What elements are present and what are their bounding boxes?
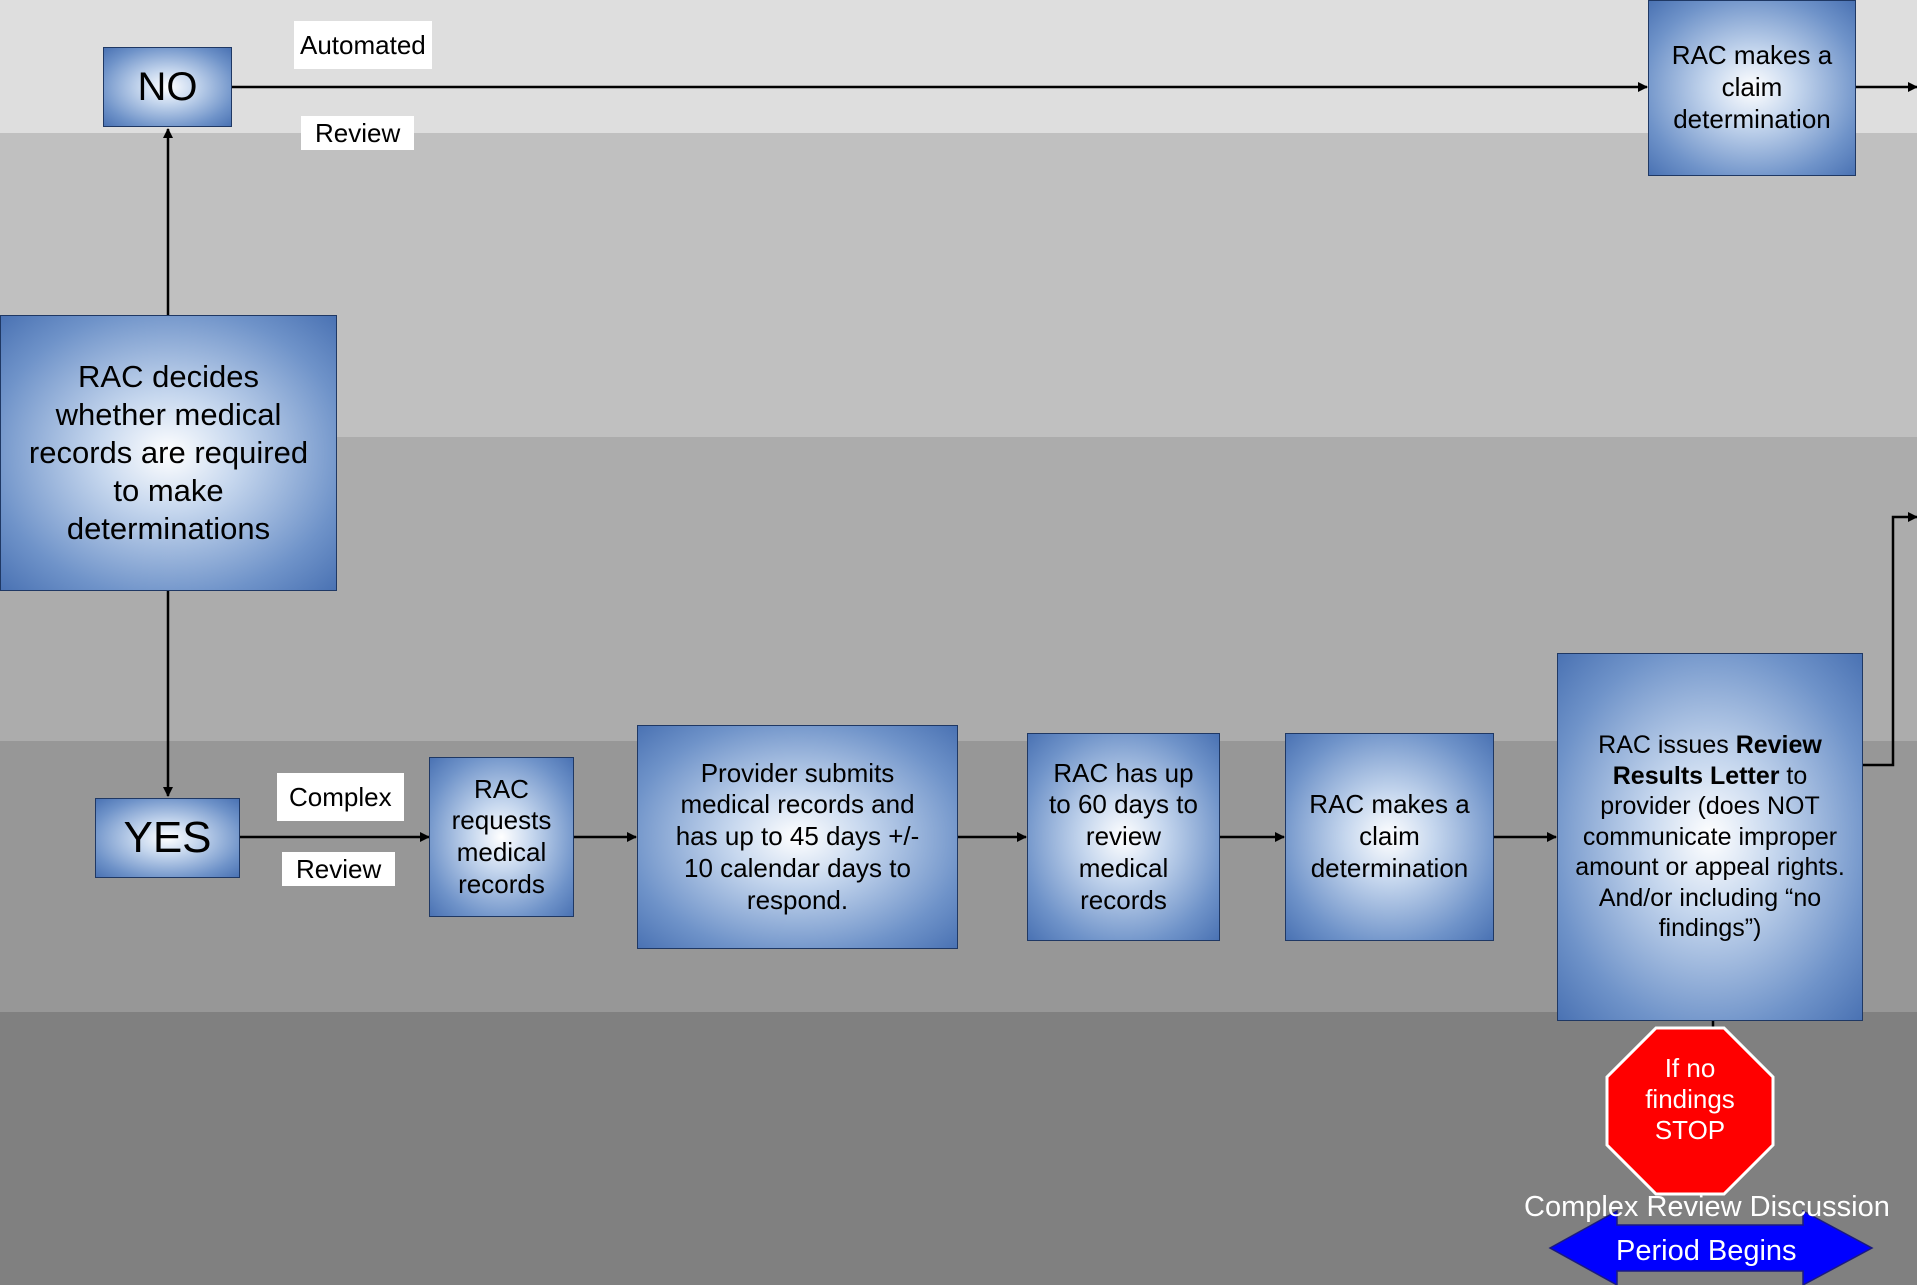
letter-text-post: to provider (does NOT communicate improp… xyxy=(1575,761,1845,943)
double-arrow-icon xyxy=(1548,1209,1874,1285)
label-complex: Complex xyxy=(277,773,404,821)
node-no: NO xyxy=(103,47,232,127)
footer-line-2: Period Begins xyxy=(1616,1235,1797,1267)
node-decide: RAC decides whether medical records are … xyxy=(0,315,337,591)
node-requests-records-text: RAC requests medical records xyxy=(451,773,552,899)
node-review-60-days-text: RAC has up to 60 days to review medical … xyxy=(1049,757,1198,915)
node-review-results-letter-text: RAC issues Review Results Letter to prov… xyxy=(1572,730,1848,944)
node-yes: YES xyxy=(95,798,240,878)
footer-line-1: Complex Review Discussion xyxy=(1524,1191,1890,1223)
label-automated-review: Review xyxy=(301,116,415,150)
node-claim-automated: RAC makes a claim determination xyxy=(1648,0,1856,176)
node-no-text: NO xyxy=(137,64,198,109)
node-provider-submits: Provider submits medical records and has… xyxy=(637,725,958,949)
letter-text-bold: Review Results Letter xyxy=(1612,731,1822,790)
stop-text: If no findings STOP xyxy=(1645,1053,1735,1146)
node-review-60-days: RAC has up to 60 days to review medical … xyxy=(1027,733,1220,941)
label-automated: Automated xyxy=(294,21,432,69)
node-review-results-letter: RAC issues Review Results Letter to prov… xyxy=(1557,653,1863,1021)
node-claim-complex-text: RAC makes a claim determination xyxy=(1309,789,1470,883)
node-requests-records: RAC requests medical records xyxy=(429,757,574,917)
node-claim-automated-text: RAC makes a claim determination xyxy=(1671,40,1833,134)
label-complex-review: Review xyxy=(282,852,396,886)
node-claim-complex: RAC makes a claim determination xyxy=(1285,733,1494,941)
node-decide-text: RAC decides whether medical records are … xyxy=(28,359,309,546)
arrow-letter-offscreen xyxy=(1863,512,1917,767)
node-yes-text: YES xyxy=(123,813,212,863)
letter-text-pre: RAC issues xyxy=(1598,731,1736,760)
node-provider-submits-text: Provider submits medical records and has… xyxy=(675,757,920,915)
stop-sign-icon xyxy=(1605,1026,1775,1196)
